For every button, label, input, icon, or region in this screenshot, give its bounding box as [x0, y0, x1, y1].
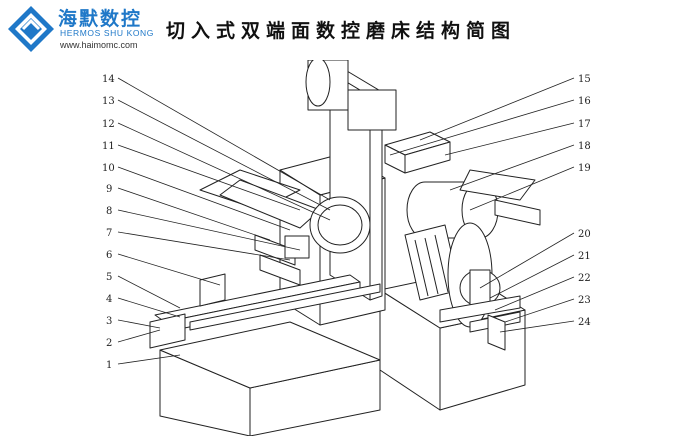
page-title: 切入式双端面数控磨床结构简图: [166, 20, 517, 42]
callout-15: 15: [578, 74, 591, 85]
top-motor: [305, 60, 397, 131]
right-callouts: 15 16 17 18 19 20 21 22 23 24: [578, 74, 591, 328]
callout-16: 16: [578, 96, 591, 107]
leader-lines: [117, 77, 575, 365]
header: 海默数控 HERMOS SHU KONG www.haimomc.com 切入式…: [0, 0, 700, 62]
right-grinding-head: [404, 222, 501, 328]
callout-19: 19: [578, 163, 591, 174]
callout-9: 9: [106, 184, 112, 195]
brand-name-cn: 海默数控: [58, 8, 143, 30]
right-rails: [439, 295, 521, 351]
callout-7: 7: [106, 228, 112, 239]
machine-diagram: 14 13 12 11 10 9 8 7 6 5 4 3 2 1 15 16 1…: [102, 60, 591, 436]
left-grinding-head: [199, 169, 371, 286]
left-rails: [149, 273, 381, 349]
callout-2: 2: [106, 338, 112, 349]
callout-1: 1: [106, 360, 112, 371]
right-base: [379, 271, 526, 411]
callout-22: 22: [578, 273, 591, 284]
callout-18: 18: [578, 141, 591, 152]
callout-10: 10: [102, 163, 115, 174]
callout-23: 23: [578, 295, 591, 306]
callout-3: 3: [106, 316, 112, 327]
brand-url: www.haimomc.com: [60, 40, 138, 50]
callout-4: 4: [106, 294, 112, 305]
callout-24: 24: [578, 317, 591, 328]
right-top-bracket: [384, 131, 451, 174]
brand-name-en: HERMOS SHU KONG: [60, 28, 155, 38]
callout-17: 17: [578, 119, 591, 130]
callout-14: 14: [102, 74, 115, 85]
logo-icon: [8, 6, 54, 52]
callout-12: 12: [102, 119, 115, 130]
callout-8: 8: [106, 206, 112, 217]
callout-13: 13: [102, 96, 115, 107]
left-base: [159, 321, 381, 436]
callout-5: 5: [106, 272, 112, 283]
callout-11: 11: [102, 141, 115, 152]
left-callouts: 14 13 12 11 10 9 8 7 6 5 4 3 2 1: [102, 74, 115, 371]
callout-20: 20: [578, 229, 591, 240]
callout-21: 21: [578, 251, 591, 262]
callout-6: 6: [106, 250, 112, 261]
